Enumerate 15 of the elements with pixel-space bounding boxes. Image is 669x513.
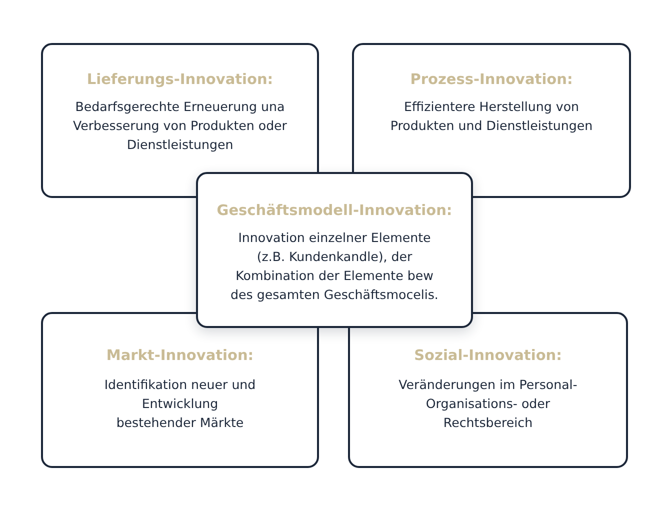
card-heading: Lieferungs-Innovation: <box>86 71 274 90</box>
innovation-card <box>41 312 319 468</box>
card-heading: Sozial-Innovation: <box>414 347 562 366</box>
card-description: Innovation einzelner Elemente (z.B. Kundenkandle), der Kombination der Elemente bew des gesamten Geschäftsmocelis. <box>230 229 440 304</box>
card-heading: Prozess-Innovation: <box>410 71 573 90</box>
card-heading: Markt-Innovation: <box>106 347 254 366</box>
card-description: Bedarfsgerechte Erneuerung una Verbesserung von Produkten oder Dienstleistungen <box>72 98 288 154</box>
innovation-card <box>348 312 628 468</box>
card-description: Identifikation neuer und Entwicklung bestehender Märkte <box>103 376 257 432</box>
card-heading: Geschäftsmodell-Innovation: <box>216 202 452 221</box>
innovation-card <box>196 172 473 328</box>
innovation-card <box>352 43 631 198</box>
card-description: Veränderungen im Personal-Organisations- oder Rechtsbereich <box>398 376 578 432</box>
card-description: Effizientere Herstellung von Produkten und Dienstleistungen <box>389 98 594 135</box>
innovation-card <box>41 43 319 198</box>
